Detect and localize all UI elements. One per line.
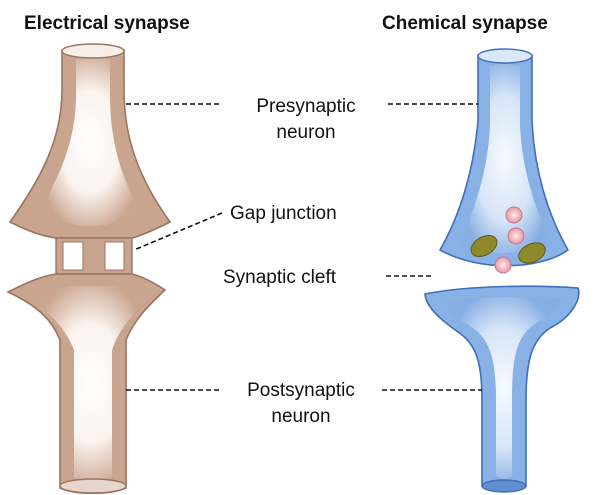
synaptic-vesicle (495, 257, 511, 273)
synaptic-vesicle (508, 228, 524, 244)
leader-lines (126, 104, 482, 390)
postsynaptic-label-line1: Postsynaptic (247, 380, 355, 401)
synaptic-vesicle (506, 207, 522, 223)
gap-junction-channels (56, 238, 132, 274)
electrical-presynaptic-top-opening (62, 44, 124, 58)
presynaptic-label-line1: Presynaptic (256, 96, 355, 117)
chemical-synapse-drawing (425, 49, 579, 492)
postsynaptic-label-line2: neuron (271, 406, 330, 427)
chemical-postsynaptic-bottom-opening (482, 480, 526, 492)
gap-junction-label: Gap junction (230, 203, 337, 224)
electrical-synapse-drawing (8, 44, 170, 493)
electrical-synapse-title: Electrical synapse (24, 13, 190, 34)
presynaptic-label-line2: neuron (276, 122, 335, 143)
synaptic-cleft-label: Synaptic cleft (223, 267, 337, 288)
chemical-presynaptic-top-opening (478, 49, 532, 63)
electrical-postsynaptic-bottom-opening (60, 479, 126, 493)
chemical-synapse-title: Chemical synapse (382, 13, 548, 34)
